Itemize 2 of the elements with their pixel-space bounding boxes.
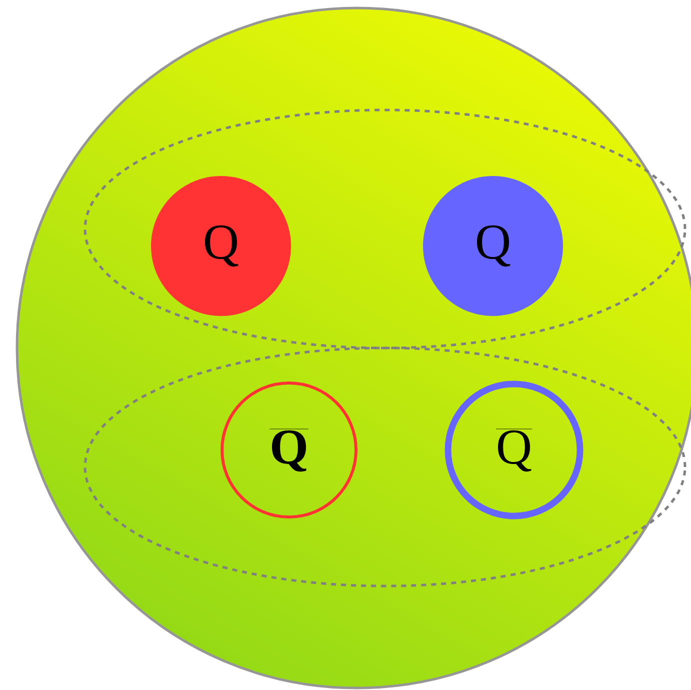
dashed-ellipse	[84, 346, 686, 588]
dashed-ellipse	[84, 108, 686, 350]
